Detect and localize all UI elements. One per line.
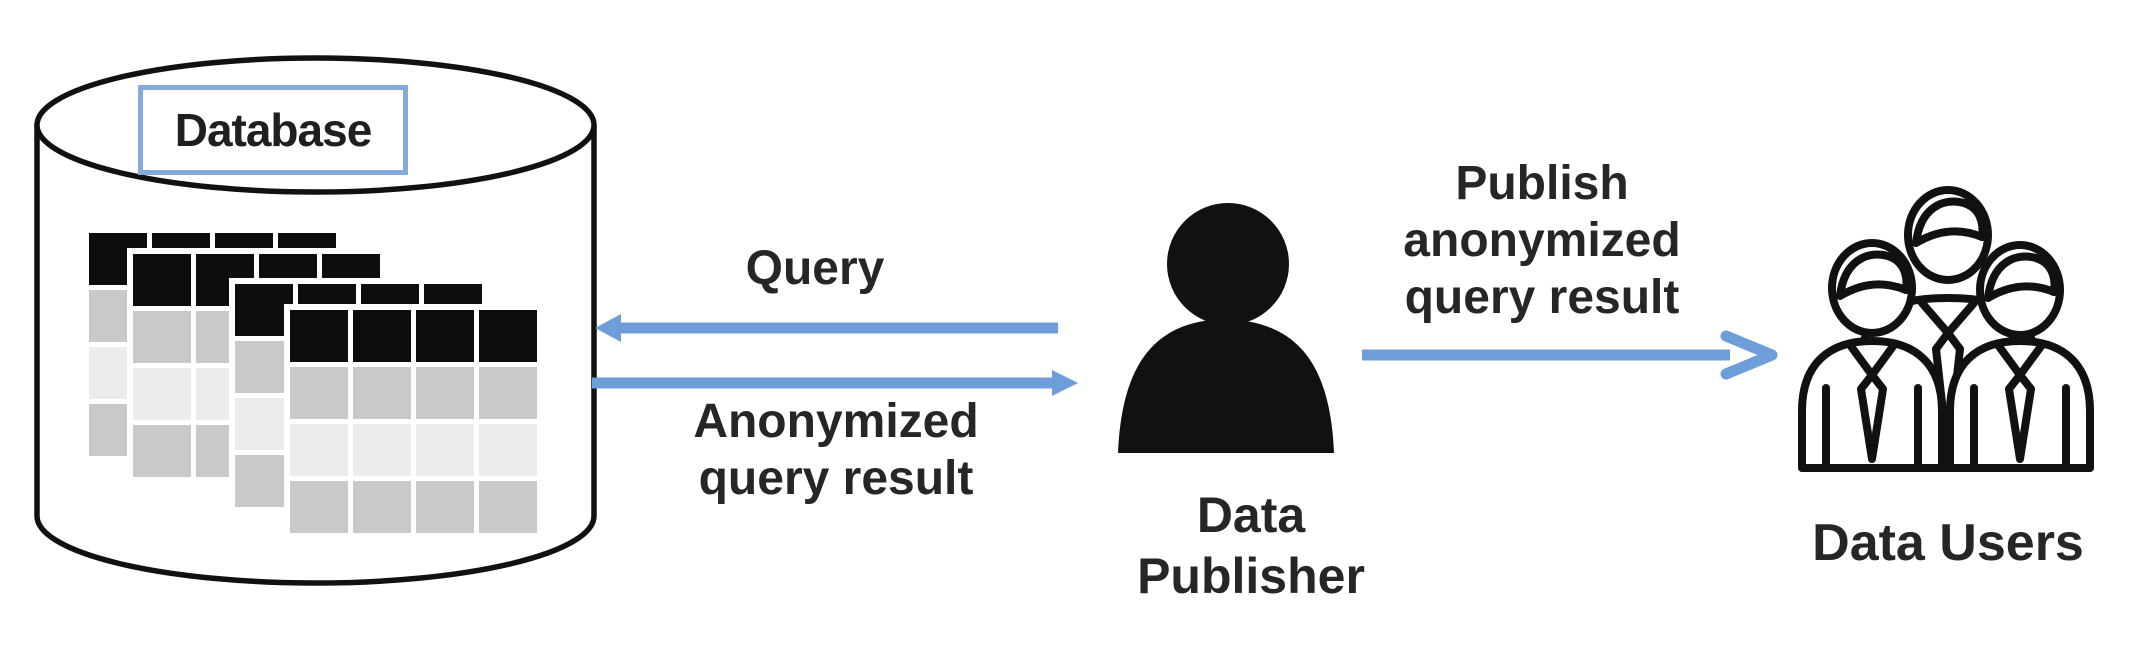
person-head	[1167, 203, 1289, 325]
publish-arrow-head	[1720, 330, 1778, 380]
table-header-cell	[353, 310, 411, 362]
database-label: Database	[174, 104, 373, 156]
table-body-cell	[416, 481, 474, 533]
table-body-cell	[290, 367, 348, 419]
table-body-cell	[235, 341, 293, 393]
publish-arrow-shaft	[1362, 349, 1730, 361]
data-publisher-label: Data Publisher	[1137, 487, 1365, 604]
group-member-right	[1946, 241, 2094, 472]
db-table	[284, 304, 543, 539]
table-body-cell	[416, 367, 474, 419]
table-header-cell	[479, 310, 537, 362]
data-users-label: Data Users	[1812, 514, 2084, 572]
person-body	[1118, 319, 1334, 453]
table-body-cell	[353, 424, 411, 476]
table-body-cell	[353, 481, 411, 533]
query-arrow-head	[595, 314, 621, 342]
database-label-box: Database	[138, 85, 408, 175]
table-body-cell	[235, 455, 293, 507]
group-member-left	[1798, 239, 1946, 472]
table-body-cell	[479, 481, 537, 533]
publish-arrow-icon	[1362, 330, 1778, 380]
query-arrow-icon	[595, 314, 1058, 342]
table-body-cell	[235, 398, 293, 450]
table-header-cell	[290, 310, 348, 362]
table-body-cell	[290, 424, 348, 476]
table-header-cell	[133, 254, 191, 306]
table-body-cell	[133, 368, 191, 420]
result-arrow-head	[1052, 370, 1078, 396]
person-silhouette-icon	[1118, 203, 1334, 453]
query-arrow-shaft	[619, 322, 1058, 334]
table-body-cell	[353, 367, 411, 419]
table-body-cell	[416, 424, 474, 476]
table-body-cell	[479, 424, 537, 476]
table-body-cell	[479, 367, 537, 419]
result-arrow-shaft	[592, 377, 1054, 389]
people-group-icon	[1798, 186, 2094, 472]
table-body-cell	[290, 481, 348, 533]
result-arrow-icon	[592, 370, 1078, 396]
table-body-cell	[133, 311, 191, 363]
result-label: Anonymized query result	[693, 395, 979, 505]
table-header-cell	[235, 284, 293, 336]
table-header-cell	[416, 310, 474, 362]
query-label: Query	[745, 242, 885, 295]
table-body-cell	[133, 425, 191, 477]
publish-label: Publish anonymized query result	[1403, 157, 1681, 324]
